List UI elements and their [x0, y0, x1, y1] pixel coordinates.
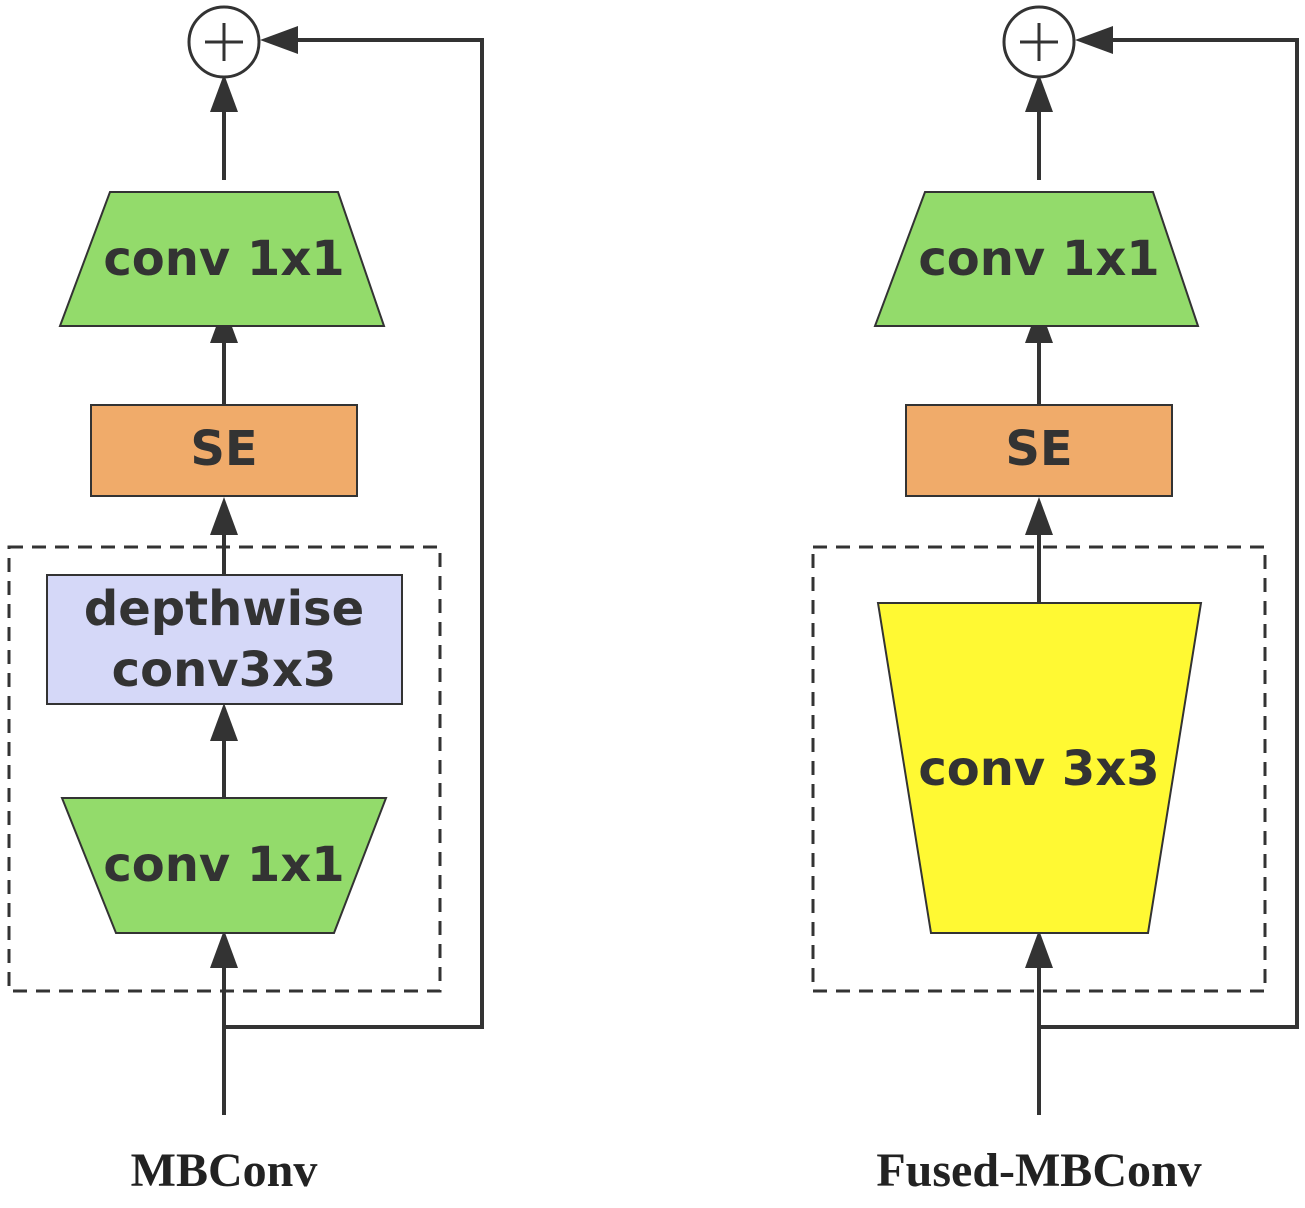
- fused-mbconv-arrow-into-sum: [1025, 74, 1053, 112]
- mbconv-se-block: [90, 404, 358, 497]
- fused-mbconv-caption: Fused-MBConv: [876, 1144, 1201, 1197]
- fused-mbconv-arrow-into-conv3x3: [1025, 930, 1053, 968]
- fused-mbconv-dashed-group: [811, 545, 1267, 993]
- fused-mbconv-conv1x1-label: conv 1x1: [918, 231, 1159, 287]
- fused-mbconv-conv3x3-label: conv 3x3: [918, 741, 1159, 797]
- mbconv-bottom-conv1x1-block: [60, 797, 388, 934]
- fused-mbconv-skip-connection: [1039, 38, 1299, 1029]
- mbconv-depthwise-label-line2: conv3x3: [112, 642, 337, 698]
- mbconv-top-conv1x1-block: [58, 191, 386, 327]
- mbconv-se-label: SE: [190, 421, 257, 477]
- fused-mbconv-se-block: [905, 404, 1173, 497]
- fused-mbconv-skip-arrow: [1075, 26, 1113, 54]
- mbconv-arrow-into-se: [210, 497, 238, 535]
- mbconv-depthwise-block: [46, 574, 403, 705]
- mbconv-diagram: conv 1x1 SE depthwise conv3x3 conv 1x1 M…: [7, 5, 484, 1197]
- fused-mbconv-diagram: conv 1x1 SE conv 3x3 Fused-MBConv: [811, 5, 1299, 1197]
- mbconv-arrow-into-conv1x1-bottom: [210, 930, 238, 968]
- fused-mbconv-arrow-into-se: [1025, 497, 1053, 535]
- mbconv-depthwise-label-line1: depthwise: [84, 581, 364, 637]
- mbconv-skip-arrow: [260, 26, 298, 54]
- fused-mbconv-conv3x3-block: [876, 602, 1203, 934]
- mbconv-arrow-into-depthwise: [210, 703, 238, 741]
- mbconv-bottom-conv1x1-label: conv 1x1: [103, 837, 344, 893]
- mbconv-arrow-into-sum: [210, 74, 238, 112]
- mbconv-top-conv1x1-label: conv 1x1: [103, 231, 344, 287]
- mbconv-caption: MBConv: [131, 1144, 318, 1197]
- fused-mbconv-se-label: SE: [1005, 421, 1072, 477]
- fused-mbconv-conv1x1-block: [873, 191, 1200, 327]
- mbconv-skip-connection: [224, 38, 484, 1029]
